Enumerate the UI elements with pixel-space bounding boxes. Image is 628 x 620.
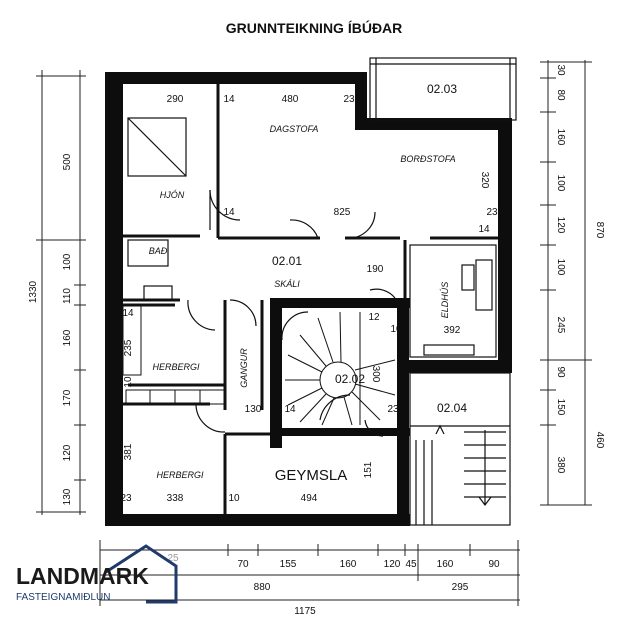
dim-label: 100 xyxy=(555,259,566,276)
dim-label: 880 xyxy=(254,582,271,593)
dim-label: 23 xyxy=(120,493,132,504)
dim-label: 245 xyxy=(555,317,566,334)
room-herbergi-2: HERBERGI xyxy=(156,470,204,480)
dim-label: 23 xyxy=(486,207,498,218)
room-number-0204: 02.04 xyxy=(437,401,467,415)
dim-label: 70 xyxy=(237,559,249,570)
wardrobes xyxy=(122,304,225,405)
dim-label: 120 xyxy=(62,444,73,461)
dim-label: 160 xyxy=(340,559,357,570)
logo-name: LANDMARK xyxy=(16,563,149,589)
room-numbers: 02.03 02.01 02.02 02.04 GEYMSLA xyxy=(272,82,467,484)
dim-label: 300 xyxy=(370,366,381,383)
room-hjon: HJÓN xyxy=(160,190,185,200)
dim-label: 10 xyxy=(228,493,240,504)
dim-label: 290 xyxy=(167,94,184,105)
room-names: DAGSTOFA BORÐSTOFA HJÓN BAÐ SKÁLI HERBER… xyxy=(149,124,456,480)
dim-label: 25 xyxy=(167,553,179,564)
dim-label: 100 xyxy=(555,175,566,192)
dim-label: 320 xyxy=(479,172,490,189)
dim-label: 295 xyxy=(452,582,469,593)
dim-label: 10 xyxy=(390,324,402,335)
dim-label: 460 xyxy=(594,432,605,449)
logo-subtitle: FASTEIGNAMIÐLUN xyxy=(16,592,110,603)
balcony-outline xyxy=(369,57,517,121)
dim-label: 110 xyxy=(62,288,73,304)
dim-label: 120 xyxy=(384,559,401,570)
room-herbergi-1: HERBERGI xyxy=(152,362,200,372)
exterior-walls xyxy=(105,72,512,526)
room-bordstofa: BORÐSTOFA xyxy=(400,154,455,164)
exterior-stairs xyxy=(409,372,511,526)
bottom-dimension-lines xyxy=(99,540,520,606)
door-swings xyxy=(187,189,396,437)
room-eldhus: ELDHÚS xyxy=(440,282,450,319)
dim-label: 170 xyxy=(62,389,73,406)
left-dimension-lines xyxy=(36,70,86,515)
dim-label: 380 xyxy=(555,457,566,474)
dim-label: 190 xyxy=(367,264,384,275)
dim-label: 14 xyxy=(223,207,235,218)
dim-label: 14 xyxy=(478,224,490,235)
dim-label: 870 xyxy=(594,222,605,239)
dim-label: 500 xyxy=(62,153,73,170)
page-title: GRUNNTEIKNING ÍBÚÐAR xyxy=(225,20,403,36)
dim-label: 130 xyxy=(245,404,262,415)
room-number-0203: 02.03 xyxy=(427,82,457,96)
dim-label: 90 xyxy=(555,366,566,378)
left-dimension-labels: 500 100 110 160 170 120 130 1330 xyxy=(28,153,73,505)
dim-label: 235 xyxy=(123,339,134,356)
dim-label: 338 xyxy=(167,493,184,504)
dim-label: 392 xyxy=(444,325,461,336)
dim-label: 160 xyxy=(62,329,73,346)
room-number-0202: 02.02 xyxy=(335,372,365,386)
kitchen-counter xyxy=(409,244,497,358)
dim-label: 160 xyxy=(437,559,454,570)
dim-label: 381 xyxy=(123,443,134,460)
dim-label: 23 xyxy=(343,94,355,105)
room-number-0201: 02.01 xyxy=(272,254,302,268)
dim-label: 10 xyxy=(123,376,134,388)
landmark-logo: LANDMARK FASTEIGNAMIÐLUN xyxy=(14,544,184,606)
right-dimension-lines xyxy=(540,60,592,506)
dim-label: 90 xyxy=(488,559,500,570)
dim-label: 130 xyxy=(62,488,73,505)
dim-label: 1330 xyxy=(28,280,39,303)
dim-label: 825 xyxy=(334,207,351,218)
room-dagstofa: DAGSTOFA xyxy=(270,124,319,134)
dim-label: 14 xyxy=(284,404,296,415)
dim-label: 160 xyxy=(555,129,566,146)
room-geymsla: GEYMSLA xyxy=(275,467,348,484)
room-gangur: GANGUR xyxy=(239,348,249,388)
spiral-staircase xyxy=(285,311,396,426)
dim-label: 12 xyxy=(368,312,380,323)
dim-label: 14 xyxy=(122,308,134,319)
dim-label: 30 xyxy=(555,64,566,76)
dim-label: 480 xyxy=(282,94,299,105)
dim-label: 151 xyxy=(363,461,374,478)
dim-label: 494 xyxy=(301,493,318,504)
dim-label: 45 xyxy=(405,559,417,570)
dim-label: 150 xyxy=(555,399,566,416)
dim-label: 155 xyxy=(280,559,297,570)
house-roof-icon: LANDMARK FASTEIGNAMIÐLUN xyxy=(16,544,178,604)
bottom-dimension-labels: 25 70 155 160 120 45 160 90 880 295 1175 xyxy=(167,553,500,617)
interior-dimension-labels: 290 14 480 23 14 825 23 320 14 392 10 19… xyxy=(120,94,498,504)
dim-label: 1175 xyxy=(294,606,316,617)
dim-label: 120 xyxy=(555,217,566,234)
bathroom-fixtures xyxy=(127,117,187,301)
right-dimension-labels: 30 80 160 100 120 100 245 90 150 380 870… xyxy=(555,64,605,473)
dim-label: 100 xyxy=(62,253,73,270)
room-skali: SKÁLI xyxy=(274,279,300,289)
room-bad: BAÐ xyxy=(149,246,168,256)
dim-label: 14 xyxy=(223,94,235,105)
dim-label: 80 xyxy=(555,89,566,101)
dim-label: 23 xyxy=(387,404,399,415)
